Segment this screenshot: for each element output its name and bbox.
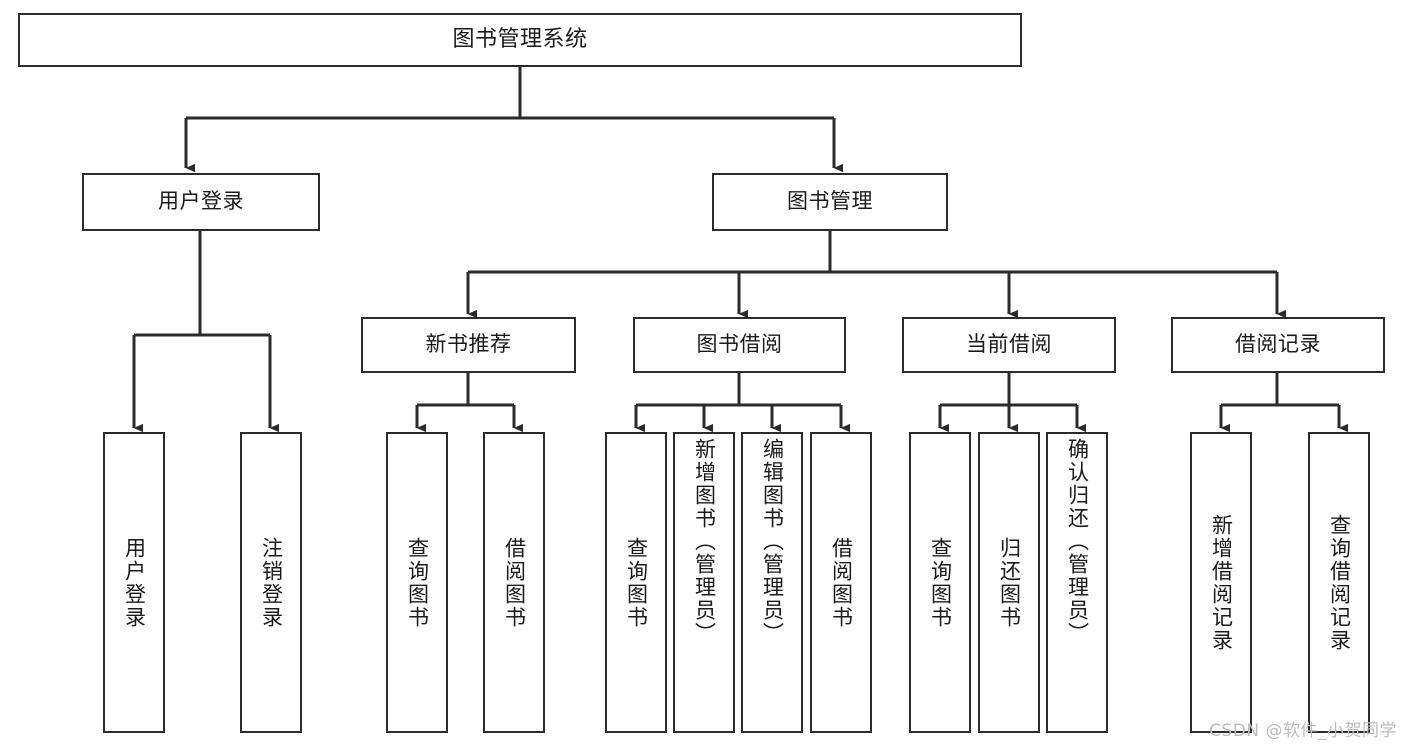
- node-leaf-return-book[interactable]: 归还图书: [978, 432, 1040, 733]
- node-new-book-recommend[interactable]: 新书推荐: [361, 317, 576, 373]
- node-leaf-query-record[interactable]: 查询借阅记录: [1308, 432, 1370, 733]
- node-leaf-query-book-3[interactable]: 查询图书: [909, 432, 971, 733]
- node-new-book-recommend-label: 新书推荐: [425, 332, 512, 357]
- node-leaf-edit-book[interactable]: 编辑图书（管理员）: [741, 432, 803, 733]
- node-book-borrow-label: 图书借阅: [696, 332, 783, 357]
- node-leaf-query-book-2[interactable]: 查询图书: [605, 432, 667, 733]
- node-leaf-add-record[interactable]: 新增借阅记录: [1190, 432, 1252, 733]
- node-leaf-borrow-book-2[interactable]: 借阅图书: [810, 432, 872, 733]
- csdn-watermark: CSDN @软件_小贺同学: [1209, 721, 1397, 741]
- node-leaf-borrow-book-2-label: 借阅图书: [829, 536, 854, 629]
- node-current-borrow[interactable]: 当前借阅: [902, 317, 1116, 373]
- node-user-login[interactable]: 用户登录: [82, 173, 320, 231]
- node-leaf-borrow-book-1-label: 借阅图书: [502, 536, 527, 629]
- node-leaf-query-book-1[interactable]: 查询图书: [386, 432, 448, 733]
- node-book-management-label: 图书管理: [787, 189, 873, 214]
- node-leaf-user-login-label: 用户登录: [122, 536, 147, 629]
- node-leaf-borrow-book-1[interactable]: 借阅图书: [483, 432, 545, 733]
- node-book-management[interactable]: 图书管理: [712, 173, 948, 231]
- node-leaf-confirm-return-label: 确认归还（管理员）: [1065, 438, 1090, 645]
- node-user-login-label: 用户登录: [158, 189, 244, 214]
- node-borrow-record-label: 借阅记录: [1235, 332, 1321, 357]
- node-book-borrow[interactable]: 图书借阅: [633, 317, 846, 373]
- node-current-borrow-label: 当前借阅: [966, 332, 1052, 357]
- node-root[interactable]: 图书管理系统: [18, 13, 1022, 67]
- node-leaf-logout[interactable]: 注销登录: [240, 432, 302, 733]
- node-leaf-query-book-2-label: 查询图书: [624, 536, 649, 629]
- node-borrow-record[interactable]: 借阅记录: [1171, 317, 1385, 373]
- node-leaf-return-book-label: 归还图书: [997, 536, 1022, 629]
- node-leaf-logout-label: 注销登录: [259, 536, 284, 629]
- node-leaf-confirm-return[interactable]: 确认归还（管理员）: [1046, 432, 1108, 733]
- node-leaf-add-book-label: 新增图书（管理员）: [692, 438, 717, 645]
- node-leaf-user-login[interactable]: 用户登录: [103, 432, 165, 733]
- node-leaf-add-book[interactable]: 新增图书（管理员）: [673, 432, 735, 733]
- node-leaf-edit-book-label: 编辑图书（管理员）: [760, 438, 785, 645]
- node-leaf-add-record-label: 新增借阅记录: [1209, 513, 1234, 652]
- node-leaf-query-book-3-label: 查询图书: [928, 536, 953, 629]
- node-leaf-query-record-label: 查询借阅记录: [1327, 513, 1352, 652]
- node-leaf-query-book-1-label: 查询图书: [405, 536, 430, 629]
- node-root-label: 图书管理系统: [452, 26, 588, 52]
